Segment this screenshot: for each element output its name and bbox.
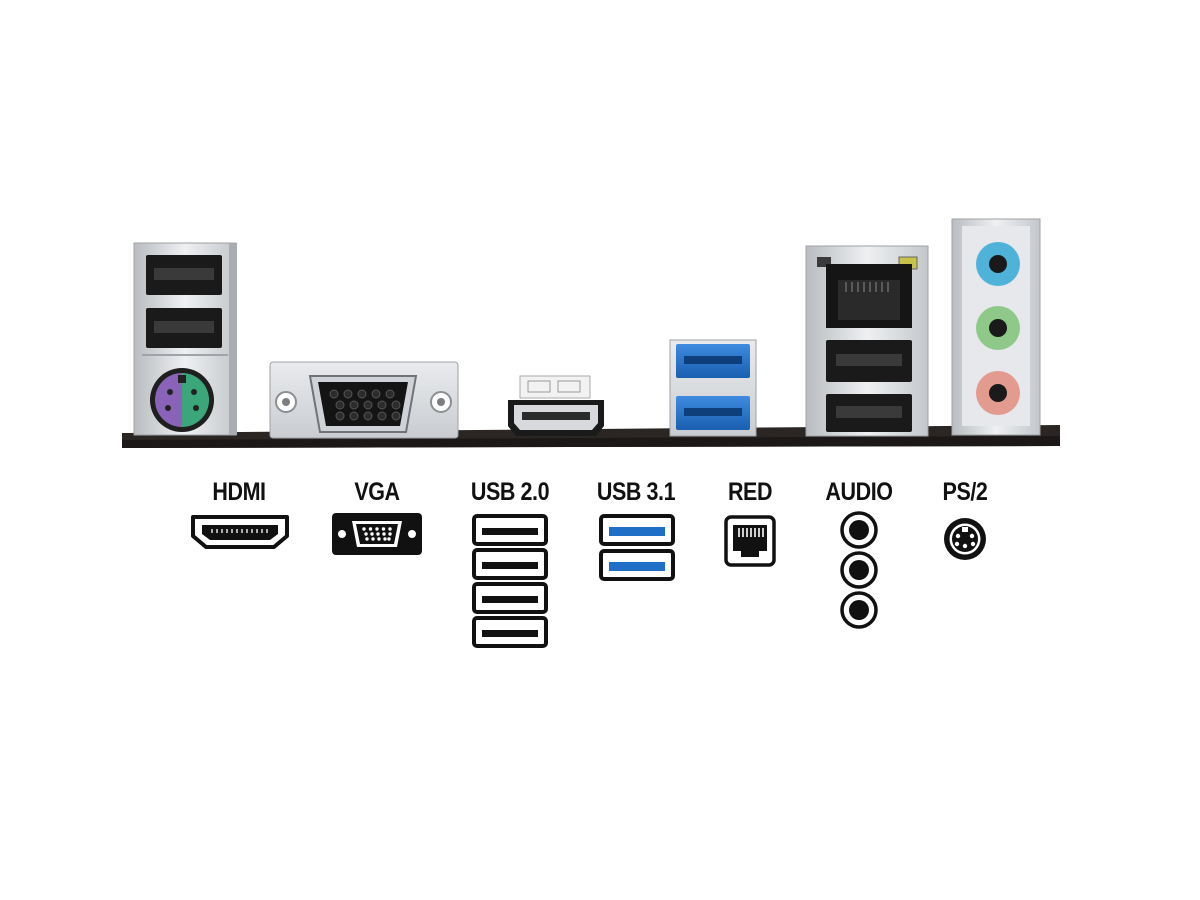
ethernet-port-icon <box>724 515 776 567</box>
red-label: RED <box>727 478 773 506</box>
usb31-label: USB 3.1 <box>596 478 676 506</box>
audio-jack-icon <box>840 511 878 629</box>
vga-connector <box>269 361 459 439</box>
motherboard-io-panel <box>122 218 1060 448</box>
vga-label: VGA <box>354 478 400 506</box>
vga-port-icon <box>332 513 422 555</box>
ps2-label: PS/2 <box>942 478 988 506</box>
usb3-port-icon <box>599 514 675 581</box>
hdmi-port-icon <box>191 515 289 549</box>
hdmi-label: HDMI <box>212 478 266 506</box>
ps2-port-icon <box>944 518 986 560</box>
lan-usb-stack <box>805 245 929 437</box>
audio-stack <box>951 218 1041 436</box>
usb20-label: USB 2.0 <box>470 478 550 506</box>
hdmi-connector <box>508 375 604 436</box>
usb-port-icon <box>472 514 548 648</box>
audio-label: AUDIO <box>825 478 893 506</box>
usb3-stack <box>669 339 757 437</box>
usb2-ps2-stack <box>133 242 237 436</box>
